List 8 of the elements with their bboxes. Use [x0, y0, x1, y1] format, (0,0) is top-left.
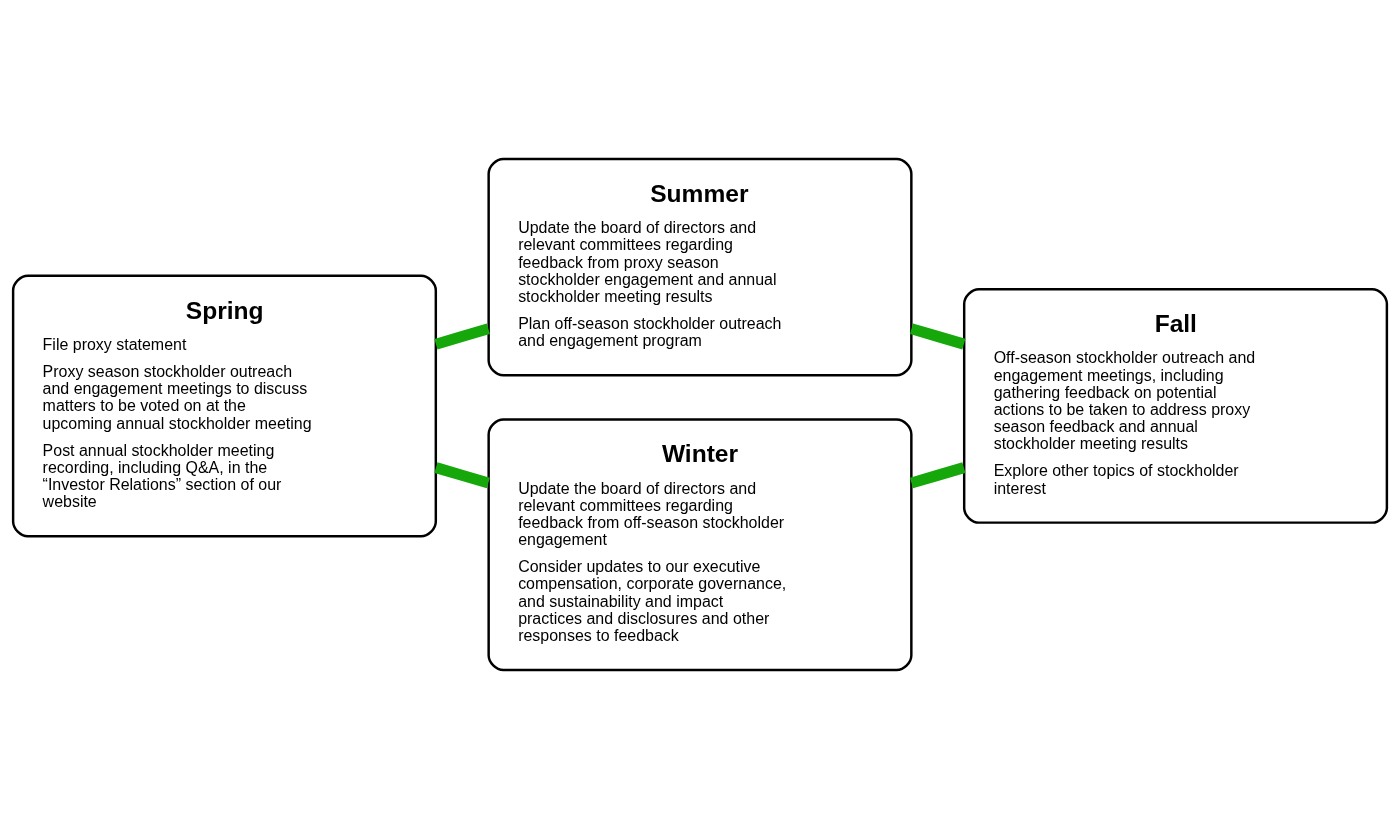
- node-box: Summer Update the board of directors and relevant committees regarding feedback from proxy season stockholder engagement and annual stockholder meeting results Plan off-season stockholder outreach and engagement program: [487, 157, 913, 377]
- connector: [909, 323, 966, 350]
- node-box: Fall Off-season stockholder outreach and engagement meetings, including gathering feedback on potential actions to be taken to address proxy season feedback and annual stockholder meeting results Explore other topics of stockholder interest: [962, 287, 1389, 524]
- node-box: Winter Update the board of directors and relevant committees regarding feedback from off-season stockholder engagement Consider updates to our executive compensation, corporate governance, and sustainability and impact practices and disclosures and other responses to feedback: [487, 418, 913, 672]
- node-box: Spring File proxy statement Proxy season stockholder outreach and engagement meetings to discuss matters to be voted on at the upcoming annual stockholder meeting Post annual stockholder meeting recording, including Q&A, in the “Investor Relations” section of our website: [11, 274, 438, 538]
- connector: [909, 462, 966, 489]
- connector: [434, 462, 490, 489]
- connector: [434, 323, 490, 350]
